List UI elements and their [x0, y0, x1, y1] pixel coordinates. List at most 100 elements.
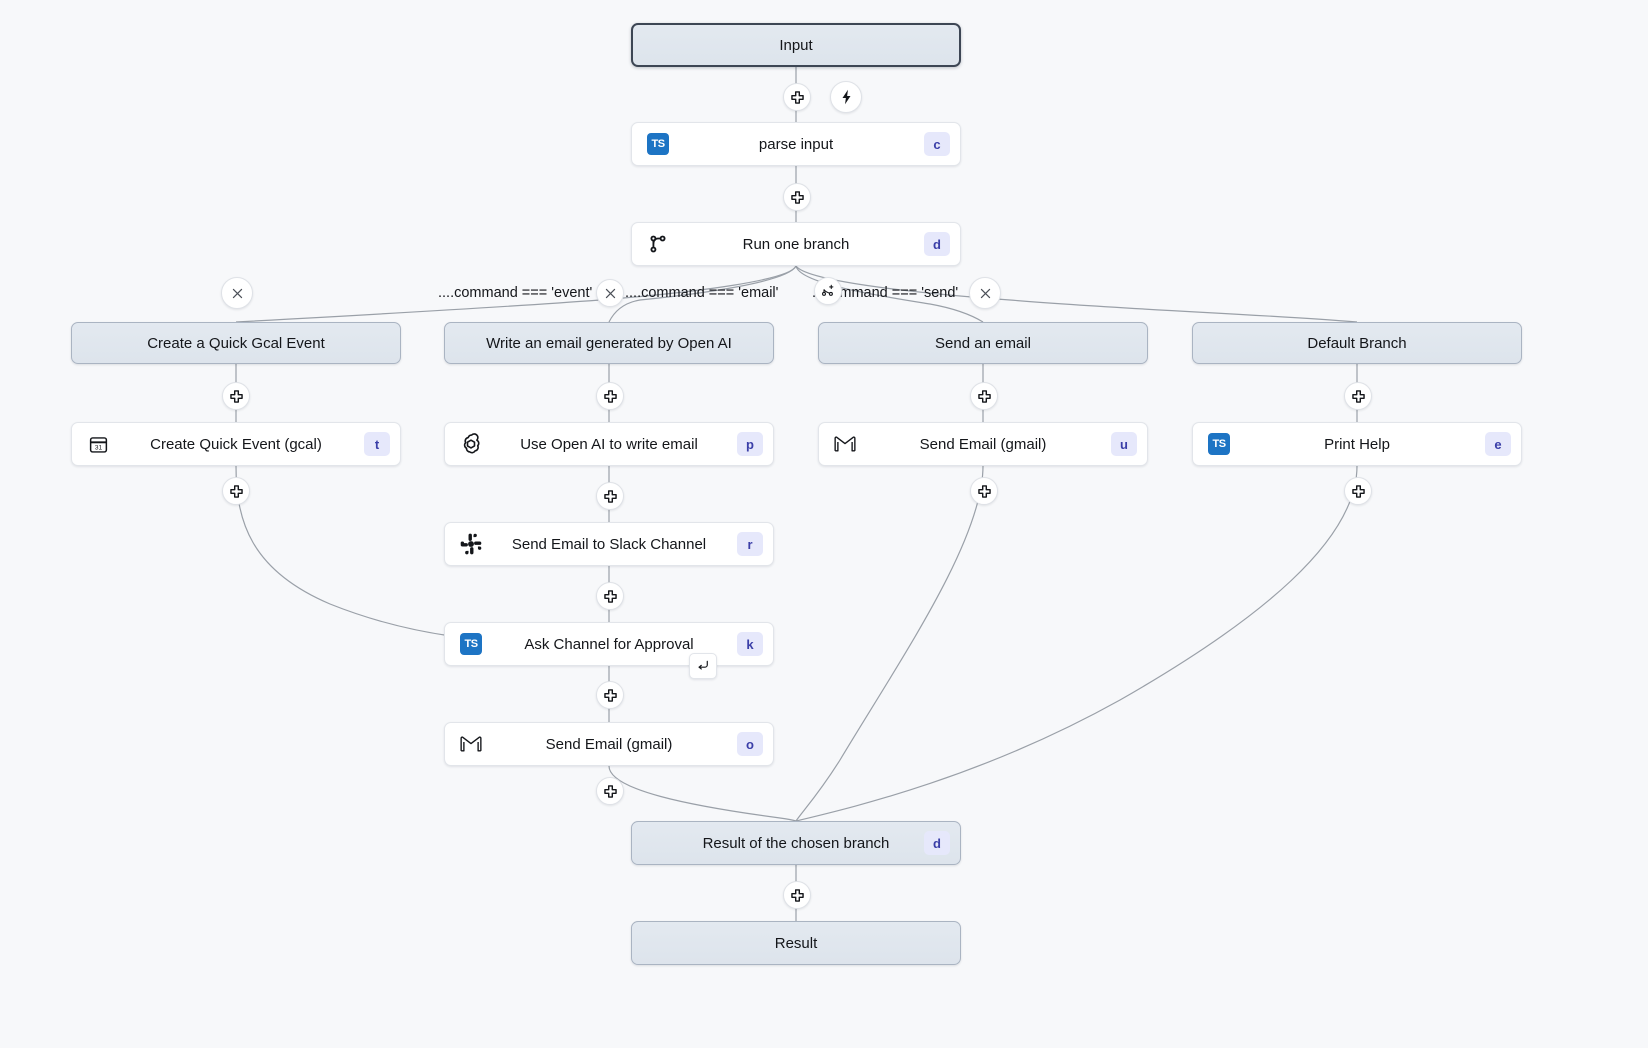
plus-handle-h-send-a[interactable]: [970, 382, 998, 410]
calendar-icon-wrap: 31: [86, 432, 110, 456]
plus-handle-h-slack-next[interactable]: [596, 582, 624, 610]
node-branch-default[interactable]: Default Branch: [1192, 322, 1522, 364]
node-label: parse input: [758, 135, 834, 153]
edge-gmailu-result: [795, 465, 984, 822]
node-parse-input[interactable]: TS parse input c: [631, 122, 961, 166]
node-ask-approval[interactable]: TS Ask Channel for Approval k: [444, 622, 774, 666]
node-label: Send Email to Slack Channel: [511, 535, 707, 553]
node-gmail-send-u[interactable]: Send Email (gmail) u: [818, 422, 1148, 466]
branch-plus-handle-h-add-branch[interactable]: [814, 277, 842, 305]
plus-handle-h-gmail-next[interactable]: [596, 777, 624, 805]
node-branch-email[interactable]: Write an email generated by Open AI: [444, 322, 774, 364]
shortcut-badge-parse-input[interactable]: c: [924, 132, 950, 156]
lightning-icon: [842, 89, 850, 105]
node-label: Default Branch: [1307, 334, 1407, 352]
edge-gmailo-result: [608, 765, 797, 822]
lightning-handle-h-trigger[interactable]: [830, 81, 862, 113]
plus-handle-h-parse-branch[interactable]: [783, 183, 811, 211]
shortcut-badge-slack-send[interactable]: r: [737, 532, 763, 556]
close-handle-h-close-2[interactable]: [596, 279, 624, 307]
openai-icon-wrap: [459, 432, 483, 456]
node-input[interactable]: Input: [631, 23, 961, 67]
close-handle-h-close-1[interactable]: [221, 277, 253, 309]
shortcut-badge-ask-approval[interactable]: k: [737, 632, 763, 656]
suffix-approval-return[interactable]: [689, 653, 717, 679]
plus-handle-h-result-next[interactable]: [783, 881, 811, 909]
close-icon: [980, 288, 990, 298]
plus-icon: [790, 90, 804, 104]
svg-text:31: 31: [94, 444, 102, 451]
node-branch-gcal[interactable]: Create a Quick Gcal Event: [71, 322, 401, 364]
plus-icon: [229, 389, 243, 403]
plus-handle-h-input-parse[interactable]: [783, 83, 811, 111]
plus-handle-h-default-a[interactable]: [1344, 382, 1372, 410]
branch-condition-cond-send[interactable]: ...command === 'send': [812, 285, 959, 301]
plus-icon: [603, 688, 617, 702]
shortcut-badge-openai-write[interactable]: p: [737, 432, 763, 456]
branch-icon-wrap: [646, 232, 670, 256]
shortcut-badge-gmail-send-o[interactable]: o: [737, 732, 763, 756]
shortcut-badge-print-help[interactable]: e: [1485, 432, 1511, 456]
ts-icon-wrap: TS: [646, 132, 670, 156]
plus-icon: [229, 484, 243, 498]
return-arrow-icon: [698, 660, 708, 670]
node-label: Send Email (gmail): [919, 435, 1047, 453]
plus-icon: [1351, 389, 1365, 403]
node-label: Ask Channel for Approval: [524, 635, 694, 653]
node-label: Create a Quick Gcal Event: [147, 334, 325, 352]
plus-icon: [977, 389, 991, 403]
node-gmail-send-o[interactable]: Send Email (gmail) o: [444, 722, 774, 766]
calendar-icon: 31: [89, 436, 107, 453]
node-run-one-branch[interactable]: Run one branch d: [631, 222, 961, 266]
typescript-icon: TS: [647, 133, 669, 155]
node-label: Print Help: [1324, 435, 1390, 453]
plus-icon: [790, 190, 804, 204]
edge-printhelp-result: [795, 465, 1358, 822]
gmail-icon: [460, 736, 482, 752]
slack-icon: [460, 533, 482, 555]
node-label: Send Email (gmail): [545, 735, 673, 753]
gmail-icon-wrap: [459, 732, 483, 756]
node-label: Run one branch: [742, 235, 850, 253]
plus-icon: [1351, 484, 1365, 498]
plus-handle-h-gcal-b[interactable]: [222, 477, 250, 505]
gmail-icon-wrap: [833, 432, 857, 456]
node-slack-send[interactable]: Send Email to Slack Channel r: [444, 522, 774, 566]
gmail-icon: [834, 436, 856, 452]
openai-icon: [463, 433, 480, 454]
node-label: Result: [774, 934, 818, 952]
branch-condition-cond-event[interactable]: ....command === 'event': [438, 285, 593, 301]
node-label: Write an email generated by Open AI: [486, 334, 732, 352]
typescript-icon: TS: [460, 633, 482, 655]
plus-handle-h-email-a[interactable]: [596, 382, 624, 410]
shortcut-badge-gcal-event[interactable]: t: [364, 432, 390, 456]
plus-icon: [603, 389, 617, 403]
branch-condition-cond-email[interactable]: ....command === 'email': [625, 285, 779, 301]
node-branch-send[interactable]: Send an email: [818, 322, 1148, 364]
node-label: Input: [779, 36, 813, 54]
plus-handle-h-default-b[interactable]: [1344, 477, 1372, 505]
node-label: Create Quick Event (gcal): [150, 435, 322, 453]
shortcut-badge-result-branch[interactable]: d: [924, 831, 950, 855]
plus-icon: [977, 484, 991, 498]
ts-icon-wrap: TS: [459, 632, 483, 656]
plus-handle-h-email-b[interactable]: [596, 482, 624, 510]
node-result[interactable]: Result: [631, 921, 961, 965]
shortcut-badge-gmail-send-u[interactable]: u: [1111, 432, 1137, 456]
plus-icon: [603, 784, 617, 798]
plus-handle-h-send-b[interactable]: [970, 477, 998, 505]
plus-icon: [603, 589, 617, 603]
node-gcal-event[interactable]: 31 Create Quick Event (gcal) t: [71, 422, 401, 466]
close-handle-h-close-3[interactable]: [969, 277, 1001, 309]
slack-icon-wrap: [459, 532, 483, 556]
plus-handle-h-gcal-a[interactable]: [222, 382, 250, 410]
plus-icon: [603, 489, 617, 503]
close-icon: [232, 288, 242, 298]
close-icon: [605, 288, 615, 298]
shortcut-badge-run-one-branch[interactable]: d: [924, 232, 950, 256]
plus-handle-h-approval-next[interactable]: [596, 681, 624, 709]
